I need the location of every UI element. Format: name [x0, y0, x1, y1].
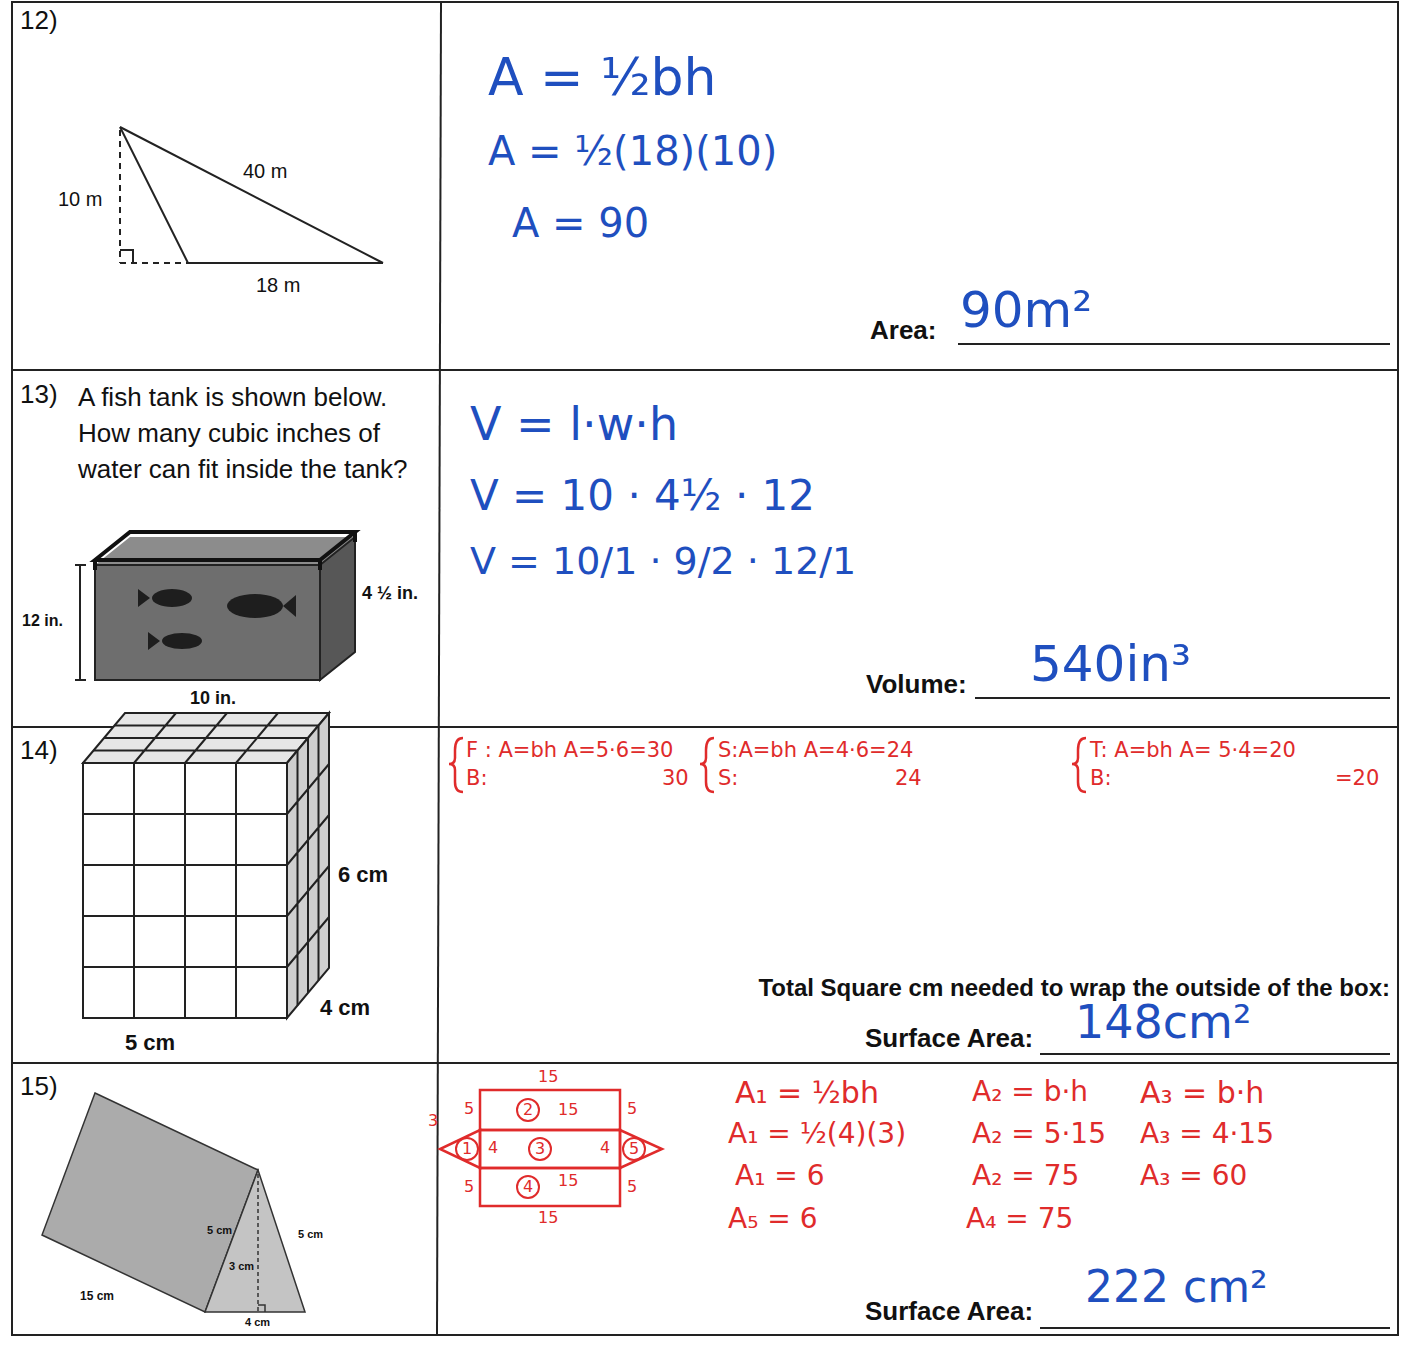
- work-step: A₂ = 5·15: [972, 1118, 1106, 1150]
- work-step: A₃ = b·h: [1140, 1076, 1264, 1111]
- prism-figure: [42, 1093, 305, 1312]
- dimension: 12 in.: [22, 612, 63, 630]
- table-grid: [12, 2, 1398, 1335]
- answer-value: 148cm²: [1075, 996, 1251, 1049]
- net-label: 5: [464, 1178, 474, 1196]
- problem-number: 14): [20, 736, 58, 766]
- work-step: 30: [662, 766, 689, 790]
- work-step: A₃ = 4·15: [1140, 1118, 1274, 1150]
- answer-label: Surface Area:: [865, 1024, 1033, 1054]
- net-label: 4: [600, 1139, 610, 1157]
- work-step: A = 90: [512, 200, 649, 246]
- net-label: 15: [538, 1068, 558, 1086]
- work-step: T: A=bh A= 5·4=20: [1090, 738, 1296, 762]
- answer-label: Surface Area:: [865, 1297, 1033, 1327]
- dimension: 40 m: [243, 160, 287, 183]
- net-label: 5: [627, 1178, 637, 1196]
- net-label: 3: [428, 1112, 438, 1130]
- work-step: A₂ = 75: [972, 1160, 1079, 1192]
- dimension: 3 cm: [229, 1260, 254, 1273]
- net-label: 4: [488, 1139, 498, 1157]
- dimension: 5 cm: [125, 1030, 175, 1055]
- work-step: S:A=bh A=4·6=24: [718, 738, 913, 762]
- work-step: V = 10/1 · 9/2 · 12/1: [470, 540, 856, 584]
- dimension: 15 cm: [80, 1290, 114, 1304]
- problem-number: 12): [20, 6, 58, 36]
- red-braces: [449, 738, 1086, 792]
- answer-value: 90m²: [960, 282, 1092, 340]
- work-step: A₁ = ½(4)(3): [728, 1118, 906, 1150]
- work-step: A₁ = ½bh: [735, 1076, 879, 1111]
- circled-number: 4: [516, 1175, 540, 1199]
- work-step: B:: [1090, 766, 1111, 790]
- net-label: 15: [558, 1172, 578, 1190]
- circled-number: 3: [528, 1137, 552, 1161]
- work-step: A₂ = b·h: [972, 1076, 1088, 1108]
- dimension: 5 cm: [207, 1224, 232, 1237]
- work-step: B:: [466, 766, 487, 790]
- work-step: A₃ = 60: [1140, 1160, 1247, 1192]
- dimension: 10 in.: [190, 688, 236, 709]
- work-step: A = ½(18)(10): [488, 128, 777, 174]
- answer-label: Area:: [870, 316, 936, 346]
- dimension: 4 cm: [320, 995, 370, 1020]
- dimension: 18 m: [256, 274, 300, 297]
- fish-tank-figure: [75, 532, 355, 680]
- answer-value: 222 cm²: [1085, 1262, 1268, 1313]
- work-step: A = ½bh: [488, 48, 717, 108]
- work-step: A₅ = 6: [728, 1203, 817, 1235]
- work-step: A₁ = 6: [735, 1160, 824, 1192]
- circled-number: 5: [622, 1137, 646, 1161]
- question-text: A fish tank is shown below. How many cub…: [78, 380, 423, 488]
- answer-lines: [958, 344, 1390, 1328]
- prompt-text: Total Square cm needed to wrap the outsi…: [598, 974, 1390, 1002]
- circled-number: 2: [516, 1098, 540, 1122]
- work-step: A₄ = 75: [966, 1203, 1073, 1235]
- work-step: V = 10 · 4½ · 12: [470, 472, 815, 520]
- circled-number: 1: [455, 1137, 479, 1161]
- net-label: 15: [558, 1101, 578, 1119]
- box-figure: [83, 713, 329, 1018]
- dimension: 4 ½ in.: [362, 583, 418, 604]
- net-label: 15: [538, 1209, 558, 1227]
- dimension: 6 cm: [338, 862, 388, 887]
- dimension: 4 cm: [245, 1316, 270, 1329]
- net-label: 5: [464, 1100, 474, 1118]
- answer-value: 540in³: [1030, 636, 1191, 694]
- work-step: 24: [895, 766, 922, 790]
- dimension: 10 m: [58, 188, 102, 211]
- work-step: F : A=bh A=5·6=30: [466, 738, 673, 762]
- prism-net: [440, 1090, 662, 1206]
- net-label: 5: [627, 1100, 637, 1118]
- problem-number: 15): [20, 1072, 58, 1102]
- problem-number: 13): [20, 380, 58, 410]
- dimension: 5 cm: [298, 1228, 323, 1241]
- work-step: S:: [718, 766, 738, 790]
- work-step: V = l·w·h: [470, 398, 678, 451]
- triangle-figure: [120, 127, 383, 263]
- answer-label: Volume:: [866, 670, 967, 700]
- work-step: =20: [1335, 766, 1379, 790]
